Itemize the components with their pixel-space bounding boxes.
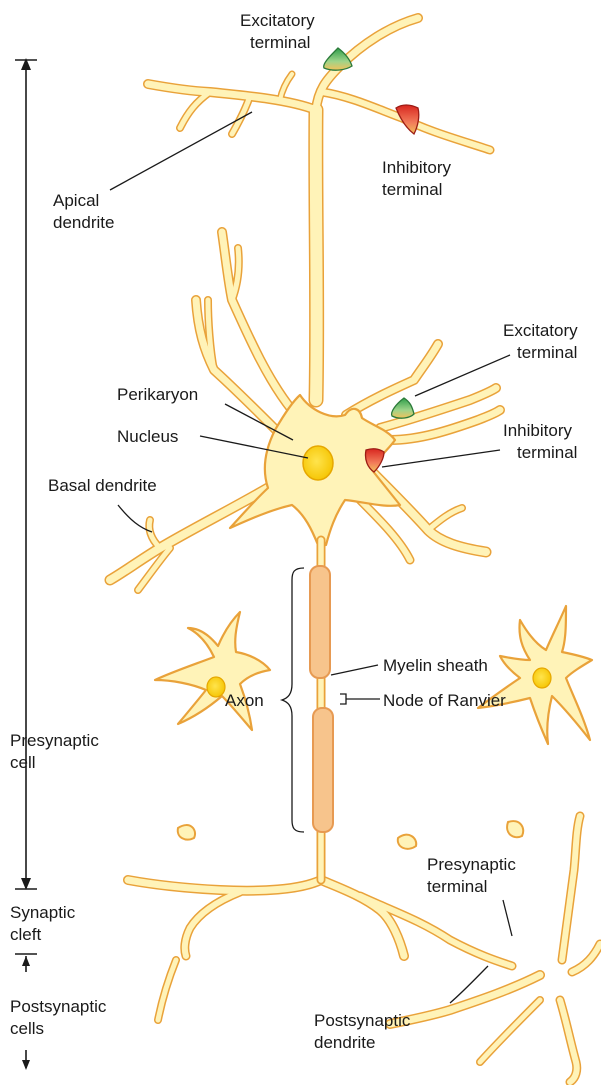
- excitatory-terminal-top: [324, 48, 352, 70]
- postsynaptic-nucleus-left: [207, 677, 225, 697]
- label-basal-dendrite: Basal dendrite: [48, 476, 157, 495]
- excitatory-terminal-mid: [392, 398, 414, 418]
- postsynaptic-nucleus-right: [533, 668, 551, 688]
- label-synaptic-cleft: Synaptic cleft: [10, 903, 80, 944]
- axon-terminal-bouton-left: [178, 825, 195, 839]
- postsynaptic-branch-up: [562, 816, 580, 960]
- basal-dendrite-right-twig: [428, 508, 462, 530]
- dendrite-branches: [110, 18, 600, 1082]
- postsynaptic-left-branch: [158, 960, 176, 1020]
- myelin-segment-2: [313, 708, 333, 832]
- myelin-segment-1: [310, 566, 330, 678]
- label-presynaptic-cell: Presynaptic cell: [10, 731, 104, 772]
- label-myelin-sheath: Myelin sheath: [383, 656, 488, 675]
- apical-branch-left: [148, 84, 316, 110]
- basal-dendrite-right: [372, 472, 486, 552]
- label-apical-dendrite: Apical dendrite: [53, 191, 114, 232]
- axon-terminal-bouton-right: [507, 821, 523, 837]
- label-axon: Axon: [225, 691, 264, 710]
- label-inhibitory-terminal-mid: Inhibitory terminal: [503, 421, 577, 462]
- labels: Excitatory terminal Inhibitory terminal …: [10, 11, 582, 1052]
- label-perikaryon: Perikaryon: [117, 385, 198, 404]
- nucleus: [303, 446, 333, 480]
- dendrite-upper-right: [346, 344, 438, 415]
- apical-trunk: [316, 110, 317, 400]
- axon: [310, 540, 333, 880]
- label-node-of-ranvier: Node of Ranvier: [383, 691, 506, 710]
- axon-terminal-bouton-middle: [398, 835, 416, 849]
- label-postsynaptic-dendrite: Postsynaptic dendrite: [314, 1011, 415, 1052]
- axon-brace: [282, 568, 304, 832]
- axon-terminal-right: [321, 880, 404, 956]
- label-excitatory-terminal-mid: Excitatory terminal: [503, 321, 582, 362]
- label-presynaptic-terminal: Presynaptic terminal: [427, 855, 521, 896]
- basal-dendrite-left: [110, 488, 268, 580]
- label-inhibitory-terminal-top: Inhibitory terminal: [382, 158, 456, 199]
- label-nucleus: Nucleus: [117, 427, 178, 446]
- label-postsynaptic-cells: Postsynaptic cells: [10, 997, 111, 1038]
- postsynaptic-cell-left: [155, 612, 270, 730]
- label-excitatory-terminal-top: Excitatory terminal: [240, 11, 319, 52]
- axon-terminal-right-2: [360, 896, 512, 966]
- postsynaptic-branch-down-left: [480, 1000, 540, 1062]
